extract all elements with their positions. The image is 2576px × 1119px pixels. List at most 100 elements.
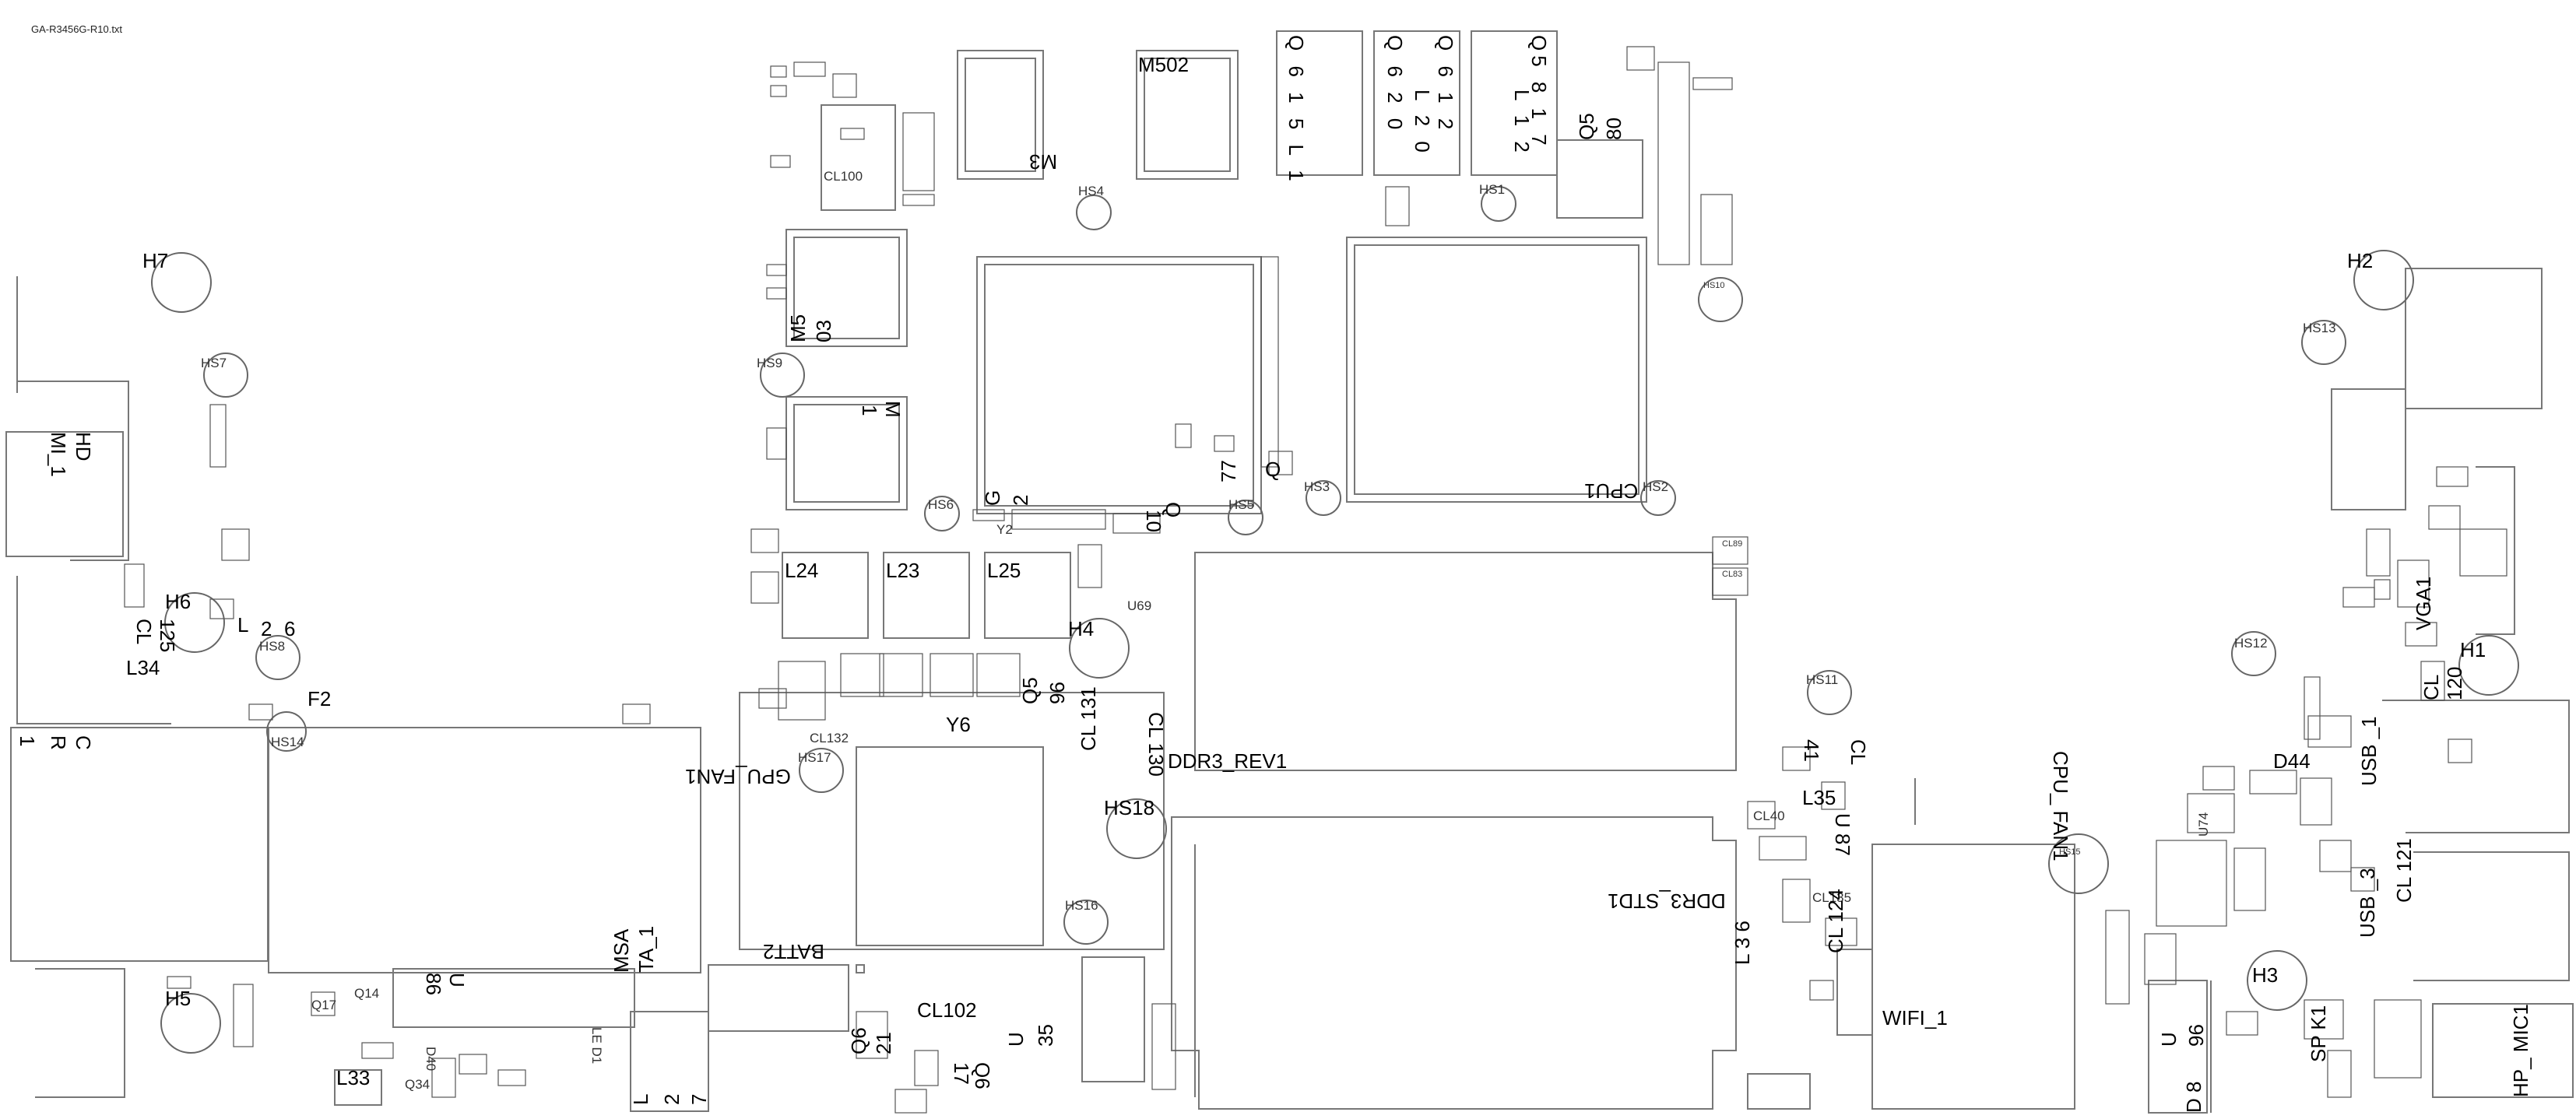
- hole-hs4: [1076, 195, 1112, 230]
- label-cl102: CL102: [917, 998, 977, 1022]
- hole-hs9: [760, 353, 805, 398]
- label-l35: L35: [1802, 786, 1836, 809]
- l24-box: [782, 552, 869, 639]
- label-l34: L34: [126, 656, 160, 679]
- label-q10b: 10: [1142, 510, 1165, 532]
- label-spk1: SP K1: [2307, 1005, 2330, 1062]
- label-batt2: BATT2: [763, 940, 824, 963]
- label-cl120b: 120: [2443, 666, 2466, 700]
- hole-h5: [160, 993, 221, 1054]
- cpu1-body: [1346, 237, 1647, 503]
- label-cl131: CL 131: [1077, 686, 1100, 751]
- q580-box: [1556, 139, 1643, 219]
- label-usb1: USB _1: [2357, 716, 2381, 786]
- label-m3: M3: [1029, 150, 1058, 174]
- label-cr1-1: 1: [16, 735, 39, 747]
- hole-hs14: [266, 711, 307, 752]
- label-hs8: HS8: [259, 639, 286, 654]
- label-cl83: CL83: [1722, 570, 1743, 579]
- label-l36: L 3 6: [1731, 921, 1754, 965]
- label-mi1: MI_1: [47, 432, 70, 477]
- batt2-box: [708, 964, 849, 1032]
- label-hs3: HS3: [1304, 479, 1330, 494]
- hole-hs5: [1228, 500, 1263, 535]
- l23-box: [883, 552, 970, 639]
- label-q17: Q17: [311, 998, 337, 1012]
- label-hs13: HS13: [2303, 321, 2336, 335]
- hole-hs6: [924, 496, 960, 531]
- label-hs2: HS2: [1643, 479, 1669, 494]
- label-hs10: HS10: [1703, 281, 1725, 290]
- l27-box: [630, 1011, 709, 1112]
- u35-box: [1081, 956, 1145, 1082]
- label-l26b: 2: [261, 617, 272, 640]
- label-hp-mic1: HP_ MIC1: [2509, 1004, 2532, 1097]
- label-q620: Q 6 2 0: [1383, 35, 1407, 135]
- label-q617a: Q6: [971, 1062, 994, 1089]
- label-cl120a: CL: [2420, 674, 2443, 700]
- label-q580b: 80: [1602, 118, 1625, 140]
- label-g2: 2: [1009, 494, 1032, 506]
- hole-hs7: [203, 353, 248, 398]
- label-hs9: HS9: [757, 356, 783, 370]
- label-cl121: CL 121: [2392, 838, 2416, 903]
- q14-area: [392, 968, 635, 1028]
- hole-hs10: [1698, 277, 1743, 322]
- label-cl89: CL89: [1722, 539, 1743, 549]
- label-l26c: 6: [284, 617, 296, 640]
- label-cl41a: CL: [1847, 739, 1870, 766]
- label-q77b: 77: [1217, 460, 1240, 482]
- vga-right-edge: [2476, 466, 2515, 635]
- hole-hs16: [1063, 900, 1109, 945]
- q620-connector: [1373, 30, 1460, 176]
- label-msa: MSA: [610, 928, 633, 973]
- label-q612: Q 6 1 2: [1434, 35, 1457, 135]
- label-led1: LE D1: [589, 1027, 604, 1065]
- label-hd: HD: [72, 432, 95, 461]
- label-hs6: HS6: [928, 497, 954, 512]
- label-l12: L 1 2: [1510, 89, 1534, 157]
- label-cl124: CL 124: [1824, 889, 1847, 953]
- wifi1-body: [1871, 844, 2075, 1110]
- label-wifi1: WIFI_1: [1882, 1006, 1948, 1030]
- l25-box: [984, 552, 1071, 639]
- label-gpu-fan1: GPU_FAN1: [685, 765, 791, 788]
- m3-body: [957, 50, 1044, 180]
- cr1-body: [10, 727, 269, 962]
- label-hs16: HS16: [1065, 898, 1098, 913]
- small-pad: [856, 964, 865, 973]
- hole-hs2: [1640, 480, 1676, 516]
- usb3-4-outline: [35, 968, 125, 1098]
- label-q621b: 21: [872, 1032, 895, 1054]
- label-hs11: HS11: [1806, 672, 1839, 687]
- u96-box: [2148, 980, 2208, 1114]
- label-q596b: 96: [1046, 682, 1069, 704]
- label-u69: U69: [1127, 598, 1152, 613]
- label-cl41b: 41: [1800, 739, 1823, 762]
- label-cl135: CL135: [1812, 890, 1852, 905]
- label-hs4: HS4: [1078, 184, 1105, 198]
- label-l27b: 2: [660, 1093, 684, 1105]
- label-h1: H1: [2460, 638, 2486, 661]
- label-h5: H5: [165, 987, 192, 1010]
- label-u86a: U: [445, 973, 469, 987]
- label-hs12: HS12: [2234, 636, 2268, 651]
- label-1: 1: [858, 405, 881, 416]
- hole-h7: [151, 252, 212, 313]
- gpu-fan-area: [739, 692, 1165, 950]
- label-f2: F2: [308, 687, 332, 710]
- label-u96b: 96: [2184, 1024, 2208, 1047]
- label-q615: Q 6 1 5 L 1: [1284, 35, 1308, 186]
- label-h6: H6: [165, 590, 192, 613]
- label-hs5: HS5: [1228, 497, 1255, 512]
- label-cr1-r: R: [47, 735, 70, 750]
- label-q34: Q34: [405, 1077, 431, 1092]
- label-u35b: 35: [1034, 1024, 1057, 1047]
- label-y2: Y2: [996, 522, 1013, 537]
- label-hs15: HS15: [2059, 847, 2081, 857]
- label-cpu1: CPU1: [1584, 479, 1639, 503]
- msata1-body: [268, 727, 701, 973]
- right-top-connector: [2405, 268, 2543, 409]
- usb1-outline: [2382, 700, 2570, 833]
